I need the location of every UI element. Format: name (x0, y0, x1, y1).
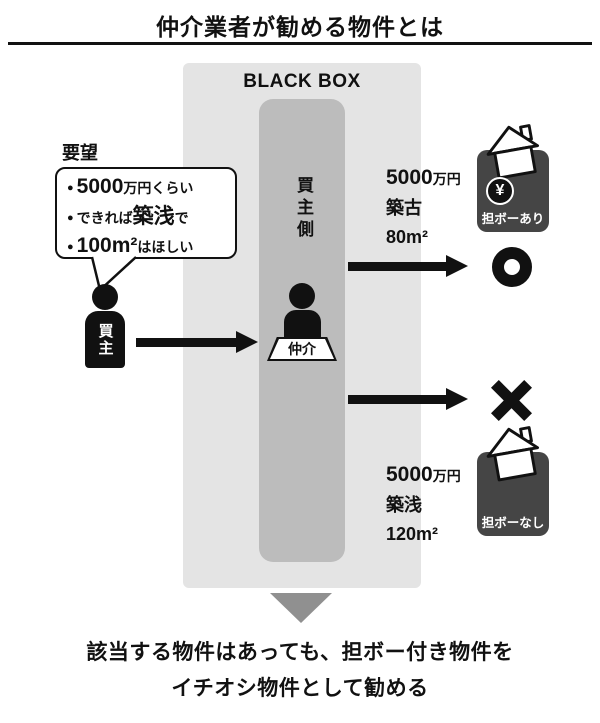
down-arrow-icon (270, 593, 332, 623)
arrow-head-icon (236, 331, 258, 353)
request-item: ●できれば築浅で (67, 203, 225, 233)
request-text: 万円くらい (123, 180, 194, 196)
property-price: 5000万円 (386, 460, 461, 491)
arrow-to-recommended-icon (348, 255, 468, 278)
collateral-present-badge: ¥ 担ボーあり (477, 124, 549, 232)
request-emphasis: 100m² (76, 234, 138, 257)
request-text: はほしい (137, 239, 194, 255)
property-age: 築浅 (386, 495, 422, 515)
request-heading: 要望 (62, 143, 98, 163)
request-item: ●5000万円くらい (67, 173, 225, 203)
title-divider (8, 42, 592, 45)
bullet-icon: ● (67, 211, 74, 224)
request-text: で (174, 209, 189, 226)
result-ng-icon (488, 377, 535, 424)
property-age: 築古 (386, 198, 422, 218)
property-price: 5000万円 (386, 163, 461, 194)
yen-symbol: ¥ (495, 182, 505, 199)
broker-head-icon (289, 283, 315, 309)
arrow-to-rejected-icon (348, 388, 468, 411)
black-box-label: BLACK BOX (243, 71, 361, 92)
top-property-specs: 5000万円 築古 80m² (386, 163, 461, 252)
collateral-absent-badge: 担ボーなし (477, 426, 549, 536)
buyer-body-icon: 買主 (85, 311, 125, 368)
house-icon (486, 426, 540, 482)
arrow-head-icon (446, 255, 468, 277)
broker-label: 仲介 (270, 339, 334, 359)
broker-body-icon (284, 310, 321, 340)
buyer-head-icon (92, 284, 118, 310)
price-number: 5000 (386, 166, 433, 189)
arrow-buyer-to-broker-icon (136, 331, 258, 354)
request-emphasis: 5000 (76, 175, 124, 198)
request-item: ●100m²はほしい (67, 232, 225, 262)
price-unit: 万円 (432, 468, 461, 484)
request-bubble: ●5000万円くらい ●できれば築浅で ●100m²はほしい (55, 167, 237, 259)
arrow-shaft (136, 338, 238, 347)
property-area: 120m² (386, 524, 439, 544)
bottom-property-specs: 5000万円 築浅 120m² (386, 460, 461, 549)
arrow-shaft (348, 395, 448, 404)
page-title: 仲介業者が勧める物件とは (156, 14, 444, 40)
property-area: 80m² (386, 227, 429, 247)
arrow-shaft (348, 262, 448, 271)
broker-desk: 仲介 (267, 337, 337, 361)
price-unit: 万円 (432, 171, 461, 187)
price-number: 5000 (386, 463, 433, 486)
house-icon (486, 124, 540, 180)
bullet-icon: ● (67, 182, 74, 194)
conclusion-line-2: イチオシ物件として勧める (171, 677, 429, 700)
bullet-icon: ● (67, 241, 74, 253)
conclusion-line-1: 該当する物件はあっても、担ボー付き物件を (86, 641, 514, 664)
collateral-absent-label: 担ボーなし (481, 516, 545, 530)
request-text: できれば (76, 209, 133, 226)
result-ok-icon (492, 247, 532, 287)
yen-icon: ¥ (486, 177, 514, 205)
collateral-present-label: 担ボーあり (481, 212, 545, 226)
buyer-label: 買主 (96, 322, 114, 357)
buyer-side-label: 買主側 (294, 176, 313, 242)
request-emphasis: 築浅 (132, 204, 175, 228)
arrow-head-icon (446, 388, 468, 410)
